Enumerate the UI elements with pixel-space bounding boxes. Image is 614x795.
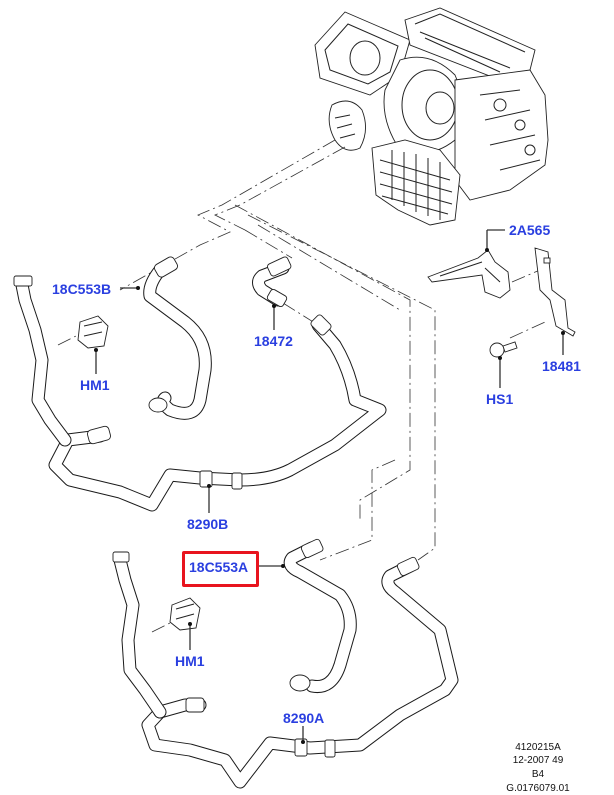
footer-ref-line2: 12-2007 49 [512,755,564,766]
hose-8290b [48,314,387,512]
hose-18c553b [143,256,212,420]
footer-ref-line4: G.0176079.01 [506,783,570,794]
callout-2a565[interactable]: 2A565 [509,222,551,238]
callout-18481[interactable]: 18481 [542,358,581,374]
callout-18472[interactable]: 18472 [254,333,293,349]
heater-blower-unit [314,7,549,226]
callout-18c553b[interactable]: 18C553B [52,281,112,297]
footer-ref-line1: 4120215A [515,742,561,753]
callout-18c553a[interactable]: 18C553A [189,559,249,575]
hose-8290a [141,556,459,789]
clip-hm1-lower [169,597,201,631]
hose-left-upper [13,275,72,447]
part-18472 [252,256,292,308]
assembly-lines [57,139,546,633]
hose-18c553a [283,538,357,694]
leader-lines [94,229,565,744]
bracket-18481 [534,247,576,337]
clip-hm1-upper [77,315,109,349]
callout-8290a[interactable]: 8290A [283,710,325,726]
footer-ref-line3: B4 [531,769,545,780]
hose-left-lower [112,551,167,719]
callout-8290b[interactable]: 8290B [187,516,229,532]
bolt-hs1 [489,341,518,358]
callout-hm1-lower[interactable]: HM1 [175,653,205,669]
callout-hm1-upper[interactable]: HM1 [80,377,110,393]
bracket-2a565 [427,249,511,299]
callout-hs1[interactable]: HS1 [486,391,514,407]
highlight-box [182,551,259,587]
